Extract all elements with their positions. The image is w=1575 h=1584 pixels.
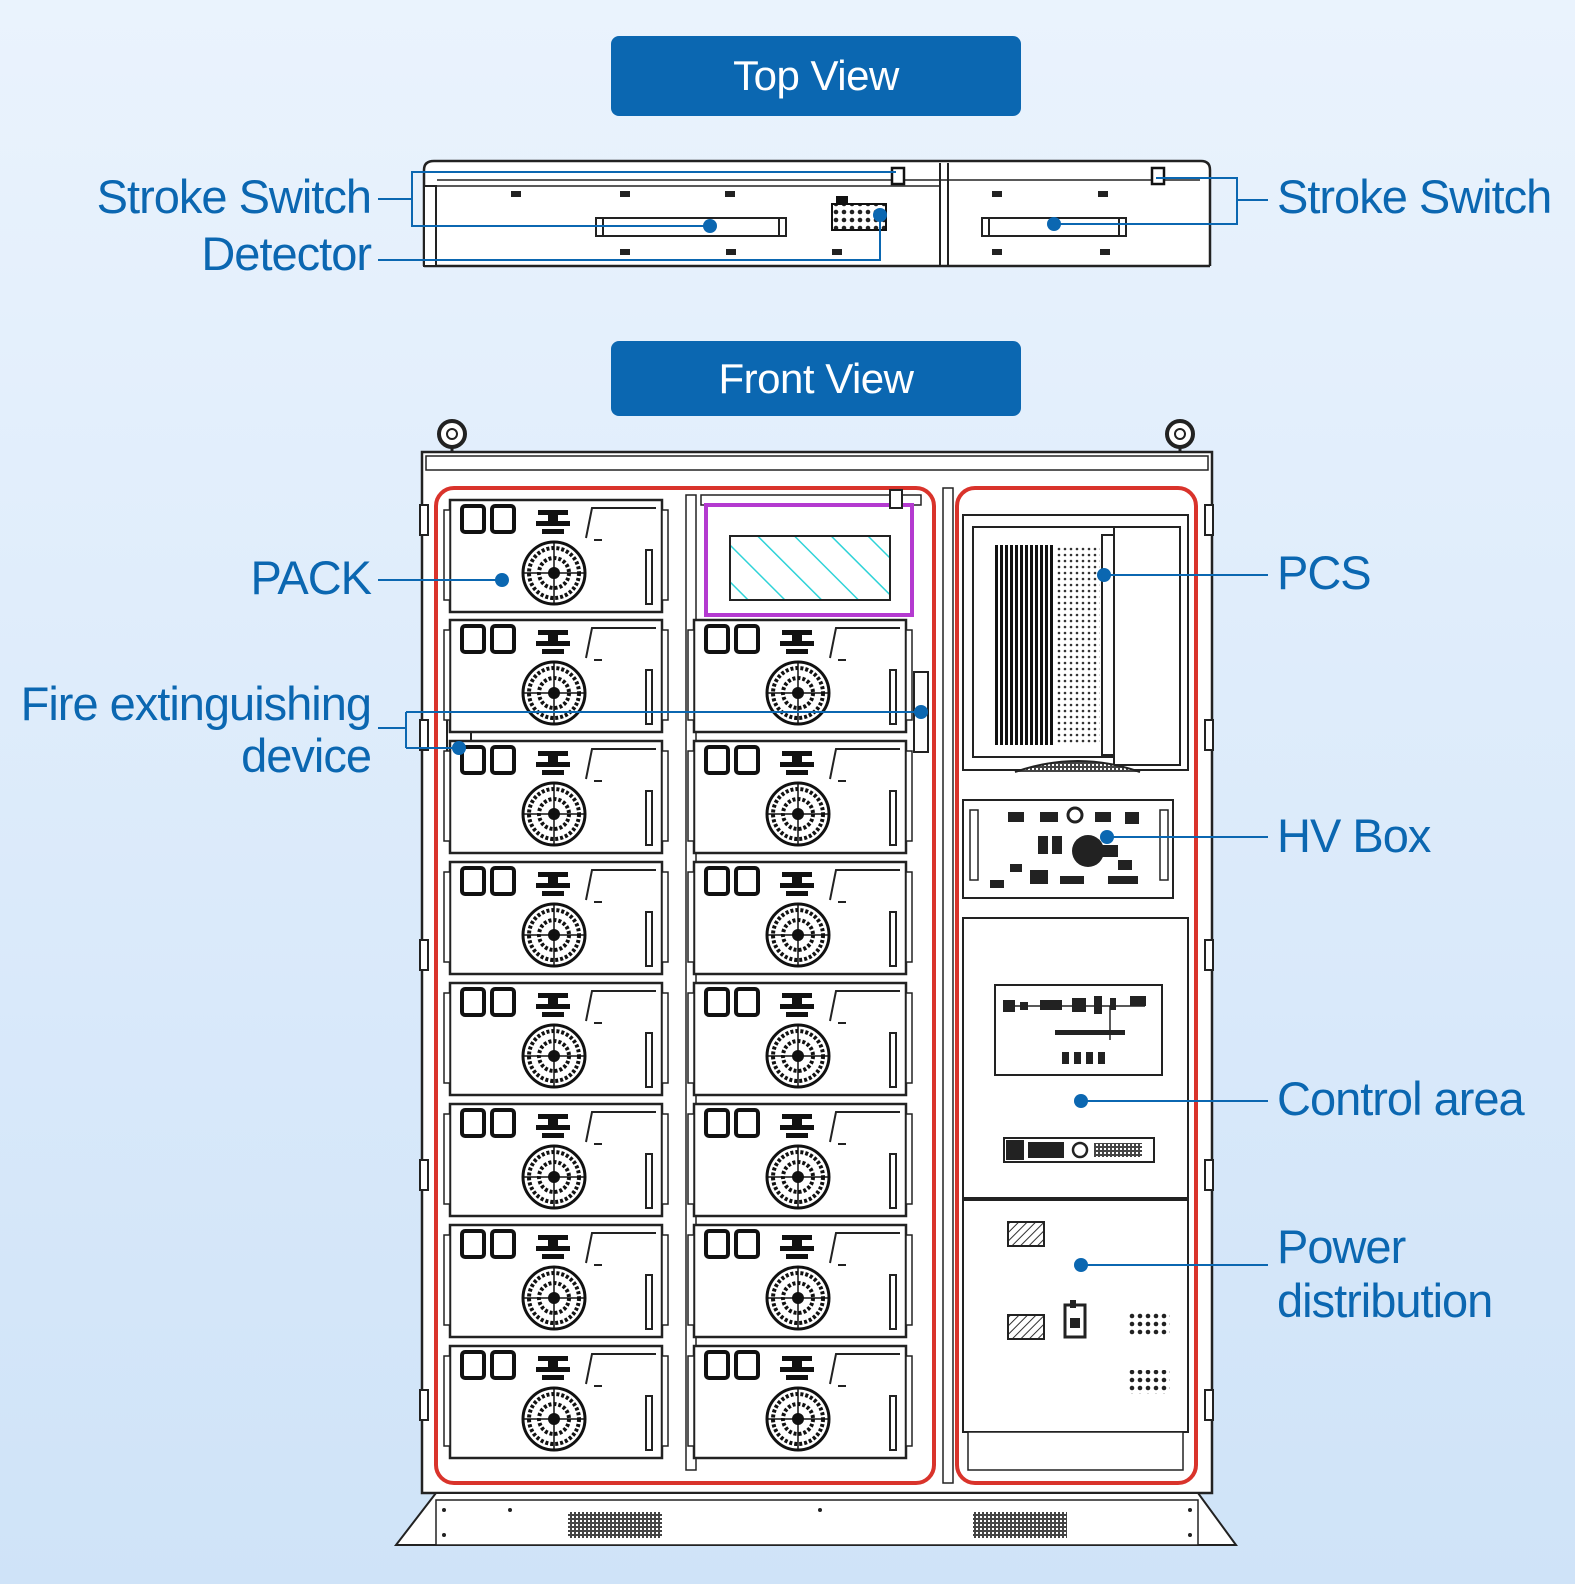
front-view-drawing <box>393 419 1238 1546</box>
label-fire-line2: device <box>241 729 372 782</box>
top-view-title: Top View <box>733 52 899 99</box>
front-view-title: Front View <box>718 354 914 402</box>
fire-dot-left <box>452 741 466 755</box>
detector-dot <box>873 208 887 222</box>
front-view-header: Front View <box>611 341 1021 416</box>
callout-leaders <box>378 171 1268 1266</box>
label-stroke-switch-left: Stroke Switch <box>96 170 372 223</box>
hv-box-dot <box>1100 830 1114 844</box>
label-stroke-switch-right: Stroke Switch <box>1277 170 1552 223</box>
stroke-switch-left-dot <box>703 219 717 233</box>
control-area-dot <box>1074 1094 1088 1108</box>
pack-dot <box>495 573 509 587</box>
label-pcs: PCS <box>1277 546 1372 599</box>
fire-dot-right <box>914 705 928 719</box>
stroke-switch-right-dot <box>1047 217 1061 231</box>
label-detector: Detector <box>201 227 372 280</box>
label-power-line1: Power <box>1277 1220 1406 1273</box>
top-view-header: Top View <box>611 36 1021 116</box>
top-view-drawing <box>422 159 1212 268</box>
pcs-dot <box>1097 568 1111 582</box>
label-hv-box: HV Box <box>1277 809 1431 862</box>
label-control-area: Control area <box>1277 1072 1525 1125</box>
label-power-line2: distribution <box>1277 1274 1493 1327</box>
callout-dots <box>452 208 1114 1272</box>
label-pack: PACK <box>250 551 372 604</box>
power-distribution-dot <box>1074 1258 1088 1272</box>
label-fire-line1: Fire extinguishing <box>20 677 372 730</box>
